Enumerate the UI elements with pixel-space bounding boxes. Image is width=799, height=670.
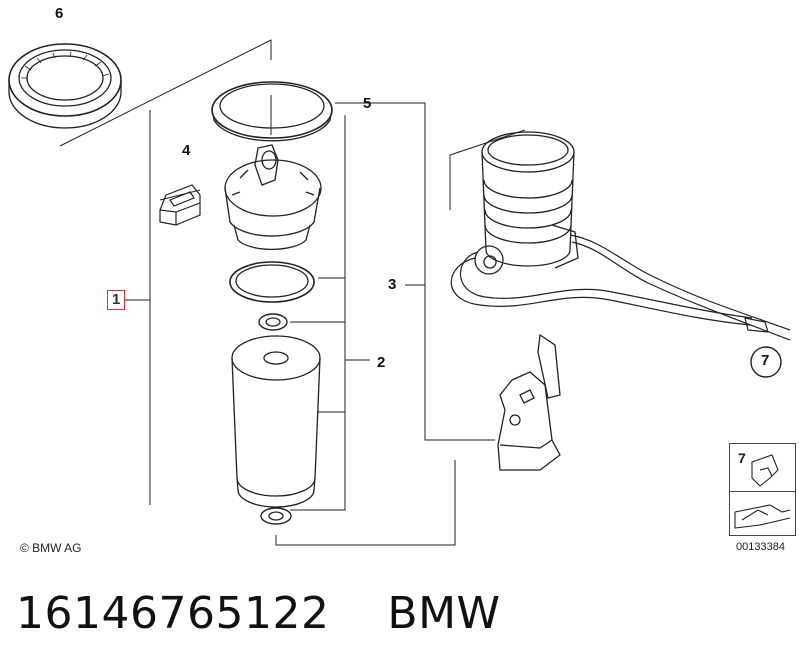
figure-id: 00133384 bbox=[736, 541, 785, 553]
filter-cap-part bbox=[224, 144, 322, 251]
callout-2: 2 bbox=[377, 354, 386, 371]
large-oring-part bbox=[211, 81, 333, 142]
exploded-parts-diagram bbox=[8, 39, 791, 546]
small-oring-bottom-part bbox=[260, 507, 292, 525]
hoses-part bbox=[450, 234, 791, 341]
small-oring-top-part bbox=[258, 313, 288, 331]
copyright-text: © BMW AG bbox=[20, 541, 82, 555]
callout-circle-7 bbox=[750, 346, 782, 378]
callout-7: 7 bbox=[761, 352, 770, 369]
legend-graphics bbox=[734, 454, 791, 529]
level-sensor-part bbox=[497, 333, 561, 471]
callout-5: 5 bbox=[363, 95, 372, 112]
callout-4: 4 bbox=[182, 142, 191, 159]
filter-element-part bbox=[231, 335, 321, 508]
part-caption: 16146765122 BMW bbox=[16, 588, 501, 639]
callout-6: 6 bbox=[55, 5, 64, 22]
callout-1-highlighted[interactable]: 1 bbox=[107, 290, 126, 310]
leader-lines bbox=[59, 39, 526, 546]
pump-housing-part bbox=[474, 131, 579, 275]
medium-oring-part bbox=[229, 261, 315, 303]
callout-3: 3 bbox=[388, 276, 397, 293]
legend-divider bbox=[730, 491, 795, 492]
clip-part bbox=[159, 184, 201, 226]
seal-ring-part bbox=[8, 43, 122, 129]
brand-name: BMW bbox=[387, 588, 501, 639]
legend-number: 7 bbox=[738, 450, 746, 466]
legend-box: 7 bbox=[729, 443, 796, 536]
part-number: 16146765122 bbox=[16, 588, 330, 639]
